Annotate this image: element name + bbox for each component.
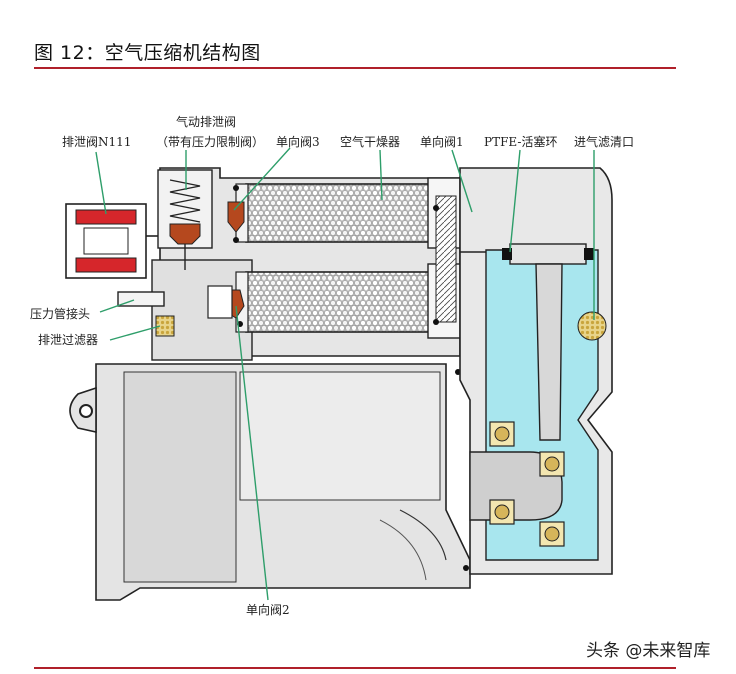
top-rule [34, 67, 676, 69]
connecting-rod [535, 263, 563, 441]
label-drain-filter: 排泄过滤器 [38, 333, 98, 347]
bottom-rule [34, 667, 676, 669]
label-pressure-fitting: 压力管接头 [30, 306, 90, 321]
label-intake-filter: 进气滤清口 [574, 134, 634, 149]
solenoid-coil-bottom [75, 257, 137, 273]
ptfe-ring [502, 248, 512, 260]
drain-filter [155, 315, 175, 337]
label-pneumatic-valve-1: 气动排泄阀 [176, 114, 236, 129]
label-check-valve-1: 单向阀1 [420, 134, 464, 149]
air-dryer-upper [245, 183, 437, 243]
mounting-hole [79, 404, 93, 418]
intake-filter-element [577, 311, 607, 341]
label-ptfe-ring: PTFE-活塞环 [484, 134, 557, 149]
pneumatic-valve-part [169, 223, 201, 245]
label-pneumatic-valve-2: （带有压力限制阀） [156, 135, 264, 149]
watermark: 头条 @未来智库 [586, 641, 711, 661]
air-dryer-lower [245, 271, 437, 333]
label-check-valve-3: 单向阀3 [276, 134, 320, 149]
label-air-dryer: 空气干燥器 [340, 134, 400, 149]
label-check-valve-2: 单向阀2 [246, 602, 290, 617]
valve-spring [169, 179, 201, 223]
label-drain-valve: 排泄阀N111 [62, 135, 131, 149]
piston-head [509, 243, 587, 265]
pressure-fitting [117, 291, 165, 307]
figure-title: 图 12：空气压缩机结构图 [34, 42, 261, 64]
